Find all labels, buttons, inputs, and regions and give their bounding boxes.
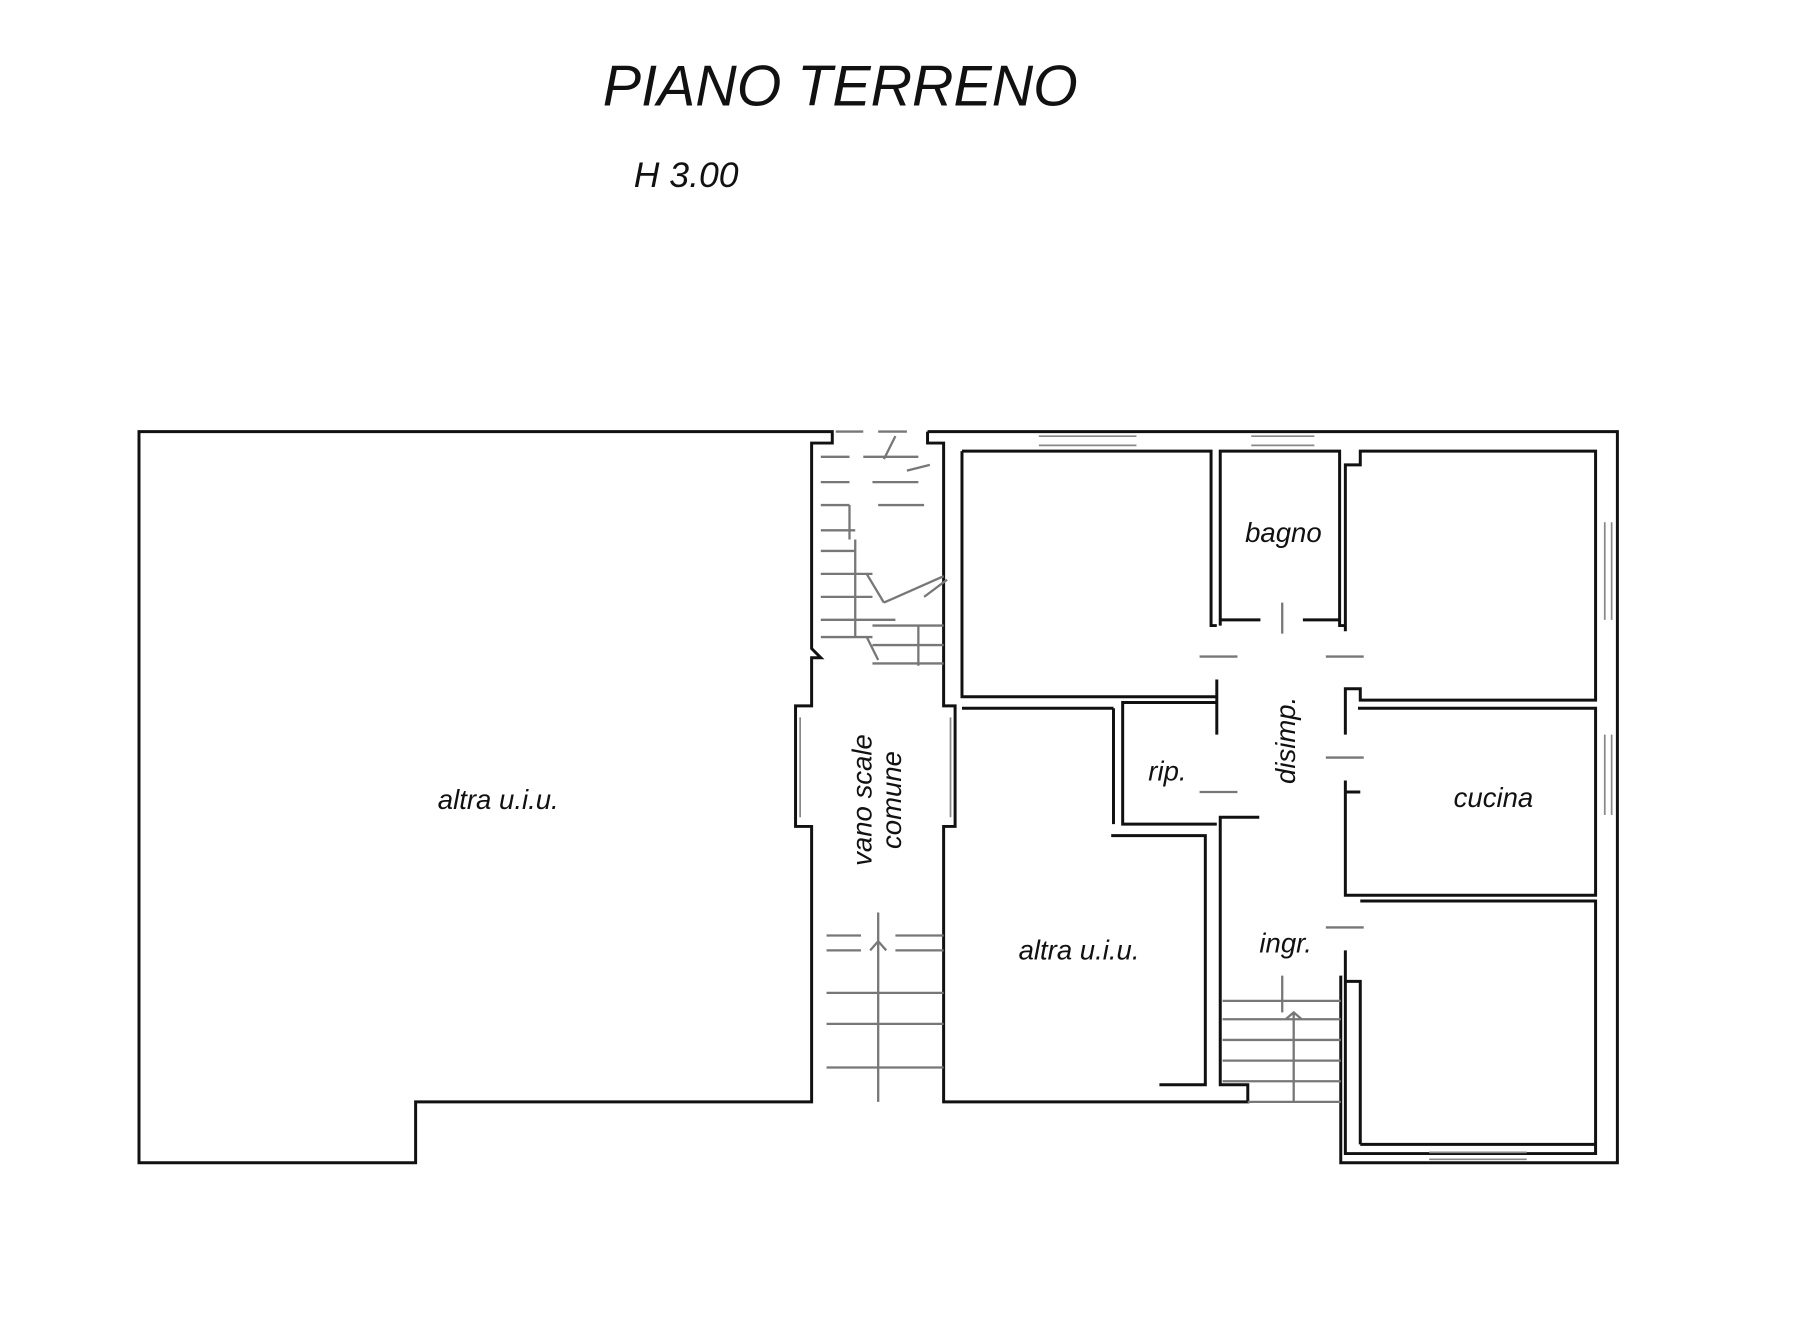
middle-unit-walls bbox=[961, 706, 1207, 1087]
cucina-walls bbox=[1343, 706, 1598, 897]
room-label-left-unit: altra u.i.u. bbox=[438, 784, 559, 815]
outer-walls bbox=[926, 430, 1619, 1165]
entrance-stair bbox=[1222, 975, 1341, 1104]
rip-walls bbox=[1112, 700, 1217, 826]
common-stair bbox=[820, 430, 948, 1102]
room-walls bbox=[1343, 899, 1598, 1156]
bagno-walls bbox=[1218, 449, 1346, 628]
room-label-stair-line2: comune bbox=[876, 751, 907, 849]
plan-title: PIANO TERRENO bbox=[603, 55, 1078, 119]
room-label-cucina: cucina bbox=[1454, 782, 1534, 813]
left-unit-walls bbox=[137, 430, 834, 1165]
room-label-stair-line1: vano scale bbox=[846, 734, 877, 866]
ceiling-height-label: H 3.00 bbox=[634, 155, 739, 195]
room-label-bagno: bagno bbox=[1245, 517, 1322, 548]
room-label-ingr: ingr. bbox=[1259, 928, 1312, 959]
door-markers bbox=[1199, 602, 1364, 929]
room-walls bbox=[960, 449, 1219, 735]
windows bbox=[799, 435, 1613, 1161]
room-label-disimp: disimp. bbox=[1270, 697, 1301, 784]
room-label-middle-unit: altra u.i.u. bbox=[1019, 935, 1140, 966]
room-walls bbox=[1343, 449, 1598, 735]
room-label-rip: rip. bbox=[1148, 756, 1186, 787]
